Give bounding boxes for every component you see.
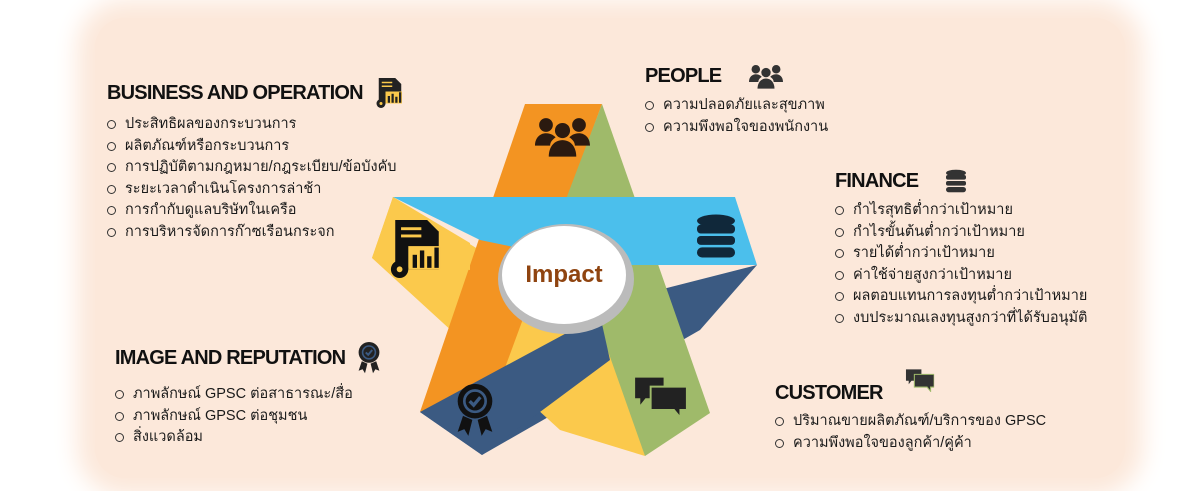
section-business: BUSINESS AND OPERATION ประสิทธิผลของกระบ…	[107, 78, 405, 243]
finance-title: FINANCE	[835, 169, 919, 192]
list-item: ผลตอบแทนการลงทุนต่ำกว่าเป้าหมาย	[835, 286, 1087, 308]
award-badge-icon	[357, 342, 381, 374]
section-people: PEOPLE ความปลอดภัยและสุขภาพ ความพึงพอใจข…	[645, 63, 828, 138]
image-title: IMAGE AND REPUTATION	[115, 346, 346, 369]
finance-list: กำไรสุทธิต่ำกว่าเป้าหมาย กำไรขั้นต้นต่ำก…	[835, 200, 1087, 329]
business-list: ประสิทธิผลของกระบวนการ ผลิตภัณฑ์หรือกระบ…	[107, 114, 405, 243]
section-customer: CUSTOMER ปริมาณขายผลิตภัณฑ์/บริการของ GP…	[775, 368, 1046, 454]
list-item: ความพึงพอใจของพนักงาน	[645, 117, 828, 139]
list-item: ความปลอดภัยและสุขภาพ	[645, 95, 828, 117]
customer-title: CUSTOMER	[775, 382, 883, 404]
section-finance: FINANCE กำไรสุทธิต่ำกว่าเป้าหมาย กำไรขั้…	[835, 168, 1087, 329]
center-label: Impact	[525, 261, 602, 288]
business-title: BUSINESS AND OPERATION	[107, 81, 364, 104]
people-title: PEOPLE	[645, 64, 722, 87]
list-item: สิ่งแวดล้อม	[115, 427, 381, 449]
list-item: ภาพลักษณ์ GPSC ต่อชุมชน	[115, 406, 381, 428]
image-list: ภาพลักษณ์ GPSC ต่อสาธารณะ/สื่อ ภาพลักษณ์…	[115, 384, 381, 449]
band-green	[560, 104, 710, 456]
database-icon	[697, 214, 735, 258]
list-item: การปฏิบัติตามกฎหมาย/กฎระเบียบ/ข้อบังคับ	[107, 157, 405, 179]
list-item: ความพึงพอใจของลูกค้า/คู่ค้า	[775, 433, 1046, 455]
center-circle	[502, 226, 626, 324]
list-item: ผลิตภัณฑ์หรือกระบวนการ	[107, 136, 405, 158]
list-item: การกำกับดูแลบริษัทในเครือ	[107, 200, 405, 222]
report-chart-gear-icon	[376, 78, 402, 108]
chat-bubbles-icon	[905, 368, 934, 392]
list-item: การบริหารจัดการก๊าซเรือนกระจก	[107, 222, 405, 244]
list-item: กำไรสุทธิต่ำกว่าเป้าหมาย	[835, 200, 1087, 222]
list-item: ประสิทธิผลของกระบวนการ	[107, 114, 405, 136]
customer-list: ปริมาณขายผลิตภัณฑ์/บริการของ GPSC ความพึ…	[775, 411, 1046, 454]
list-item: ระยะเวลาดำเนินโครงการล่าช้า	[107, 179, 405, 201]
list-item: ปริมาณขายผลิตภัณฑ์/บริการของ GPSC	[775, 411, 1046, 433]
section-image: IMAGE AND REPUTATION ภาพลักษณ์ GPSC ต่อส…	[115, 342, 381, 449]
database-icon	[946, 169, 967, 193]
list-item: ค่าใช้จ่ายสูงกว่าเป้าหมาย	[835, 265, 1087, 287]
list-item: กำไรขั้นต้นต่ำกว่าเป้าหมาย	[835, 222, 1087, 244]
list-item: รายได้ต่ำกว่าเป้าหมาย	[835, 243, 1087, 265]
people-list: ความปลอดภัยและสุขภาพ ความพึงพอใจของพนักง…	[645, 95, 828, 138]
list-item: ภาพลักษณ์ GPSC ต่อสาธารณะ/สื่อ	[115, 384, 381, 406]
list-item: งบประมาณเลงทุนสูงกว่าที่ได้รับอนุมัติ	[835, 308, 1087, 330]
people-group-icon	[749, 64, 784, 89]
